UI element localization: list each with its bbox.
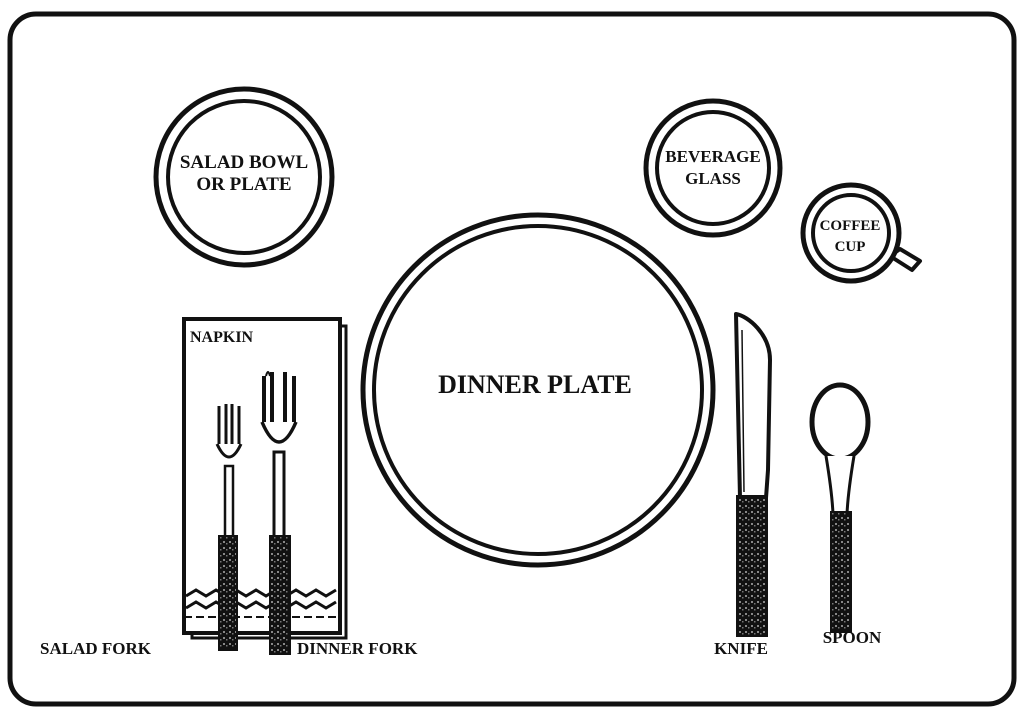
- beverage-glass: BEVERAGE GLASS: [646, 101, 780, 235]
- dinner-fork-label: DINNER FORK: [297, 639, 418, 658]
- beverage-glass-label-line2: GLASS: [685, 169, 741, 188]
- coffee-cup-label-line2: CUP: [835, 239, 866, 255]
- napkin: NAPKIN: [184, 319, 346, 638]
- napkin-label: NAPKIN: [190, 329, 254, 346]
- coffee-cup-label-line1: COFFEE: [820, 218, 881, 234]
- spoon-icon: [812, 385, 868, 632]
- salad-bowl-label-line1: SALAD BOWL: [180, 152, 308, 173]
- coffee-cup: COFFEE CUP: [803, 185, 920, 281]
- dinner-plate-label: DINNER PLATE: [438, 370, 632, 399]
- frame-border: [10, 14, 1014, 704]
- salad-fork-label: SALAD FORK: [40, 639, 152, 658]
- knife-label: KNIFE: [714, 639, 768, 658]
- salad-bowl-label-line2: OR PLATE: [196, 174, 291, 195]
- knife-icon: [736, 314, 770, 636]
- beverage-glass-label-line1: BEVERAGE: [665, 147, 760, 166]
- dinner-plate: DINNER PLATE: [363, 215, 713, 565]
- salad-bowl: SALAD BOWL OR PLATE: [156, 89, 332, 265]
- spoon-label: SPOON: [823, 628, 882, 647]
